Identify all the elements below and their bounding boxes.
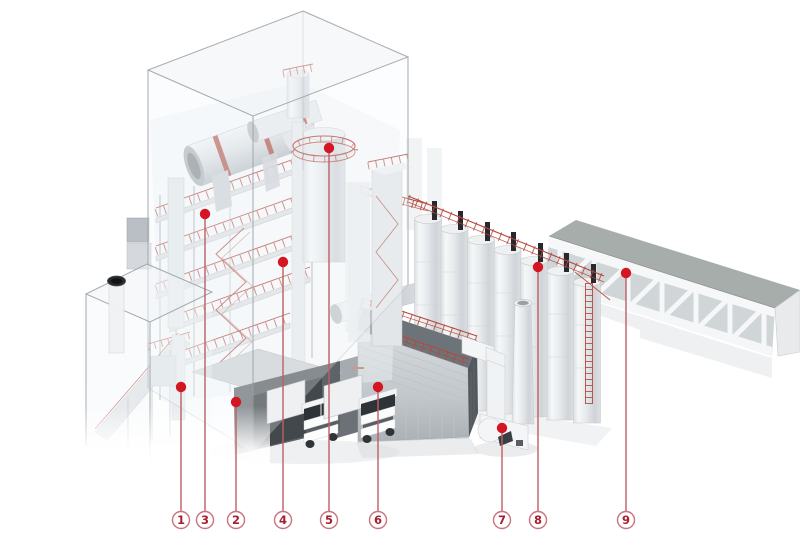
- callout-number-6: 6: [374, 513, 382, 527]
- anchor-dot-1: [175, 381, 187, 393]
- callout-circle-6: [368, 510, 388, 530]
- truss-members: [557, 241, 767, 353]
- vent-stacks: [432, 201, 596, 283]
- callout-7: 7: [492, 422, 512, 530]
- silo-catwalk: [406, 194, 611, 404]
- anchor-dot-4: [277, 256, 289, 268]
- anchor-dot-3: [199, 208, 211, 220]
- callout-circle-3: [195, 510, 215, 530]
- anchor-dot-9: [620, 267, 632, 279]
- anchor-dot-5: [323, 142, 335, 154]
- silo-ladder: [585, 283, 593, 404]
- callout-6: 6: [368, 381, 388, 530]
- anchor-dot-2: [230, 396, 242, 408]
- callout-9: 9: [616, 267, 636, 530]
- callout-8: 8: [528, 261, 548, 530]
- callout-4: 4: [273, 256, 293, 530]
- ghost-enclosure-main: [146, 10, 410, 453]
- callout-5: 5: [319, 142, 339, 530]
- anchor-dot-8: [532, 261, 544, 273]
- callout-circle-8: [528, 510, 548, 530]
- tower-stairs: [215, 227, 247, 367]
- callout-circle-1: [171, 510, 191, 530]
- exhaust-stack: [511, 299, 535, 425]
- callout-circle-2: [226, 510, 246, 530]
- anchor-dot-7: [496, 422, 508, 434]
- callout-circle-7: [492, 510, 512, 530]
- mixer-cylinder: [290, 127, 358, 263]
- callout-2: 2: [226, 396, 246, 530]
- callout-3: 3: [195, 208, 215, 530]
- callout-number-2: 2: [232, 513, 240, 527]
- callout-number-3: 3: [201, 513, 209, 527]
- callout-number-7: 7: [498, 513, 506, 527]
- truss-gallery: [546, 220, 800, 378]
- callout-1: 1: [171, 381, 191, 530]
- callout-number-1: 1: [177, 513, 185, 527]
- callout-number-9: 9: [622, 513, 630, 527]
- callout-number-4: 4: [279, 513, 287, 527]
- callout-circle-9: [616, 510, 636, 530]
- ground-fade: [52, 406, 270, 472]
- circular-walkway: [290, 136, 358, 162]
- filter-house-end-wall: [468, 345, 478, 437]
- tower-right-wing: [348, 153, 414, 347]
- callout-layer: 1 3 2 4 5 6 7 8 9: [171, 142, 636, 530]
- anchor-dot-6: [372, 381, 384, 393]
- callout-number-5: 5: [325, 513, 333, 527]
- callout-circle-5: [319, 510, 339, 530]
- callout-number-8: 8: [534, 513, 542, 527]
- callout-circle-4: [273, 510, 293, 530]
